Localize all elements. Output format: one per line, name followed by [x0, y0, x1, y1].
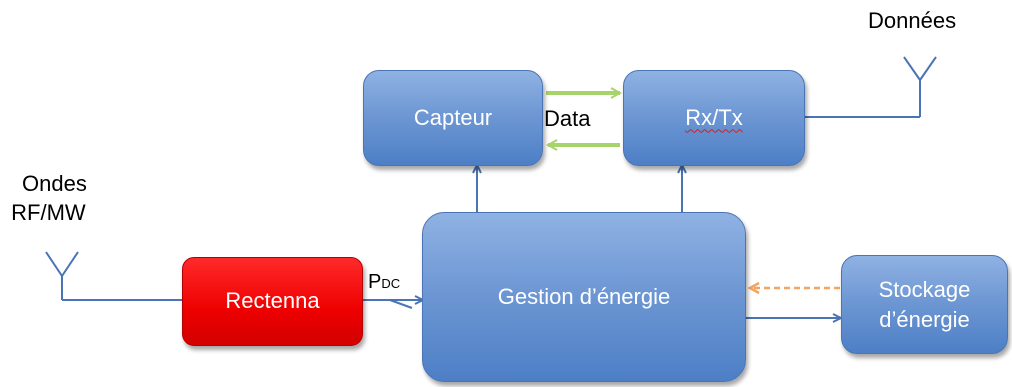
capteur-label: Capteur [413, 104, 493, 130]
data-label: Data [544, 106, 591, 131]
stockage-label-line1: Stockage [878, 276, 971, 302]
rectenna-block: Rectenna [182, 257, 363, 346]
stockage-energie-block: Stockage d’énergie [841, 255, 1008, 354]
stockage-label-line2: d’énergie [879, 306, 970, 332]
rxtx-block: Rx/Tx [623, 70, 805, 166]
output-antenna-icon [805, 56, 937, 118]
rxtx-label: Rx/Tx [685, 104, 743, 130]
ondes-label: Ondes RF/MW [10, 170, 87, 227]
donnees-label: Données [868, 8, 957, 33]
ondes-label-line2: RF/MW [11, 199, 86, 225]
ondes-label-line1: Ondes [22, 171, 87, 196]
gestion-energie-block: Gestion d’énergie [422, 212, 746, 382]
input-antenna-icon [45, 251, 182, 301]
pdc-arrow-tick [389, 299, 413, 309]
pdc-label: PDC [368, 271, 400, 294]
pdc-label-sub: DC [381, 276, 401, 291]
pdc-label-main: P [368, 271, 382, 293]
rectenna-label: Rectenna [225, 288, 320, 314]
capteur-block: Capteur [363, 70, 543, 166]
gestion-energie-label: Gestion d’énergie [497, 283, 671, 309]
